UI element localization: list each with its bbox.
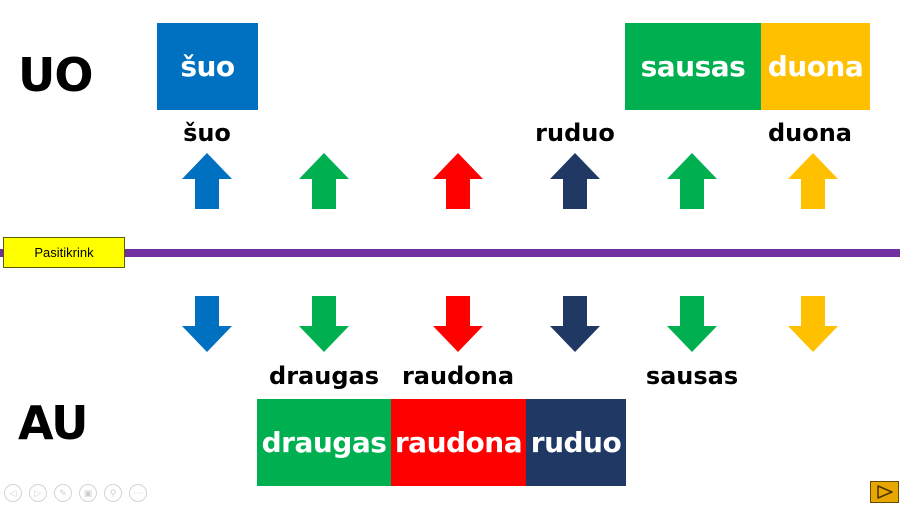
arrow-down-icon xyxy=(550,296,600,352)
uo-word-duona: duona xyxy=(767,119,853,147)
play-icon xyxy=(876,485,893,499)
arrow-up-icon xyxy=(299,153,349,209)
previous-icon[interactable]: ◁ xyxy=(4,484,22,502)
arrow-down-icon xyxy=(299,296,349,352)
arrow-down-icon xyxy=(182,296,232,352)
au-tile-draugas[interactable]: draugas xyxy=(257,399,391,486)
au-word-draugas: draugas xyxy=(269,362,379,390)
arrow-up-icon xyxy=(550,153,600,209)
pen-icon[interactable]: ✎ xyxy=(54,484,72,502)
au-tile-raudona[interactable]: raudona xyxy=(391,399,526,486)
more-icon[interactable]: ⋯ xyxy=(129,484,147,502)
au-tile-ruduo[interactable]: ruduo xyxy=(526,399,626,486)
slides-icon[interactable]: ▣ xyxy=(79,484,97,502)
divider-line xyxy=(0,249,900,257)
arrow-down-icon xyxy=(667,296,717,352)
arrow-down-icon xyxy=(433,296,483,352)
uo-tile-duona[interactable]: duona xyxy=(761,23,870,110)
arrow-up-icon xyxy=(788,153,838,209)
arrow-down-icon xyxy=(788,296,838,352)
next-icon[interactable]: ▷ xyxy=(29,484,47,502)
uo-word-ruduo: ruduo xyxy=(535,119,615,147)
uo-row-label: UO xyxy=(18,48,93,102)
uo-tile-suo[interactable]: šuo xyxy=(157,23,258,110)
au-word-sausas: sausas xyxy=(645,362,739,390)
zoom-icon[interactable]: ⚲ xyxy=(104,484,122,502)
arrow-up-icon xyxy=(433,153,483,209)
arrow-up-icon xyxy=(182,153,232,209)
uo-word-suo: šuo xyxy=(183,119,231,147)
au-word-raudona: raudona xyxy=(401,362,515,390)
next-slide-button[interactable] xyxy=(870,481,899,503)
au-row-label: AU xyxy=(18,396,89,450)
uo-tile-sausas[interactable]: sausas xyxy=(625,23,761,110)
arrow-up-icon xyxy=(667,153,717,209)
check-button[interactable]: Pasitikrink xyxy=(3,237,125,268)
